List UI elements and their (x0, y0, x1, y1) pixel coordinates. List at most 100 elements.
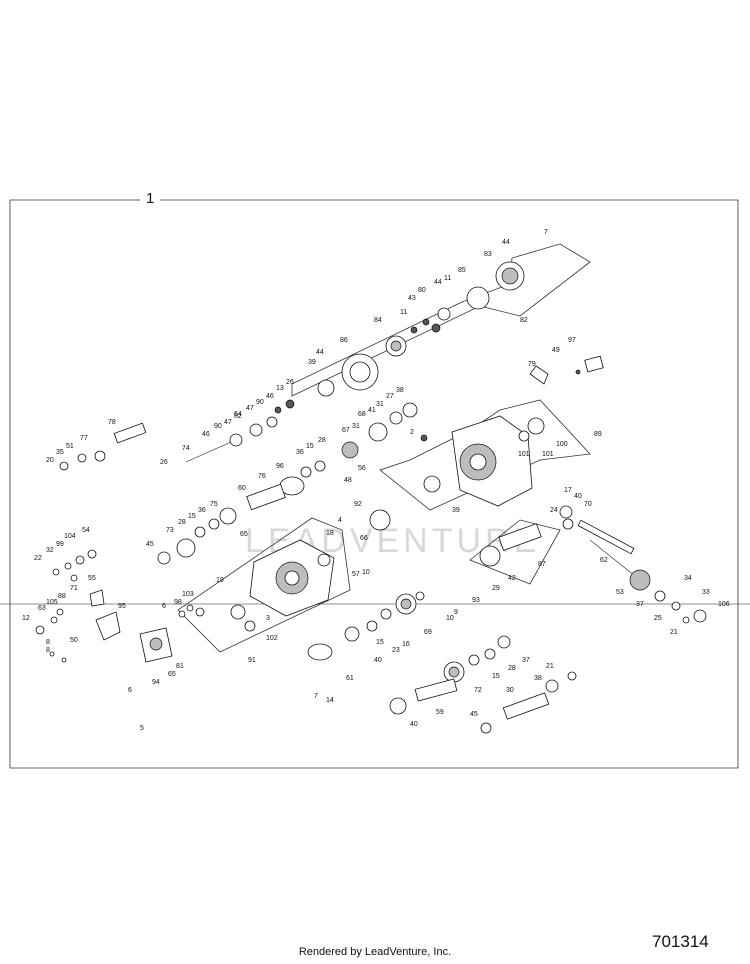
callout: 69 (424, 629, 432, 636)
callout: 40 (410, 721, 418, 728)
callout: 7 (314, 693, 318, 700)
callout: 44 (434, 279, 442, 286)
callout: 85 (458, 267, 466, 274)
callout: 39 (452, 507, 460, 514)
callout: 57 (352, 571, 360, 578)
callout: 11 (444, 275, 451, 282)
callout: 35 (56, 449, 64, 456)
callout: 22 (34, 555, 42, 562)
callout: 81 (176, 663, 184, 670)
callout: 27 (386, 393, 394, 400)
callout: 42 (508, 575, 516, 582)
callout: 91 (248, 657, 256, 664)
callout: 106 (718, 601, 730, 608)
callout: 61 (346, 675, 354, 682)
callout: 105 (46, 599, 58, 606)
callout: 65 (168, 671, 176, 678)
callout: 29 (492, 585, 500, 592)
callout: 4 (338, 517, 342, 524)
callout: 68 (358, 411, 366, 418)
callout: 71 (70, 585, 78, 592)
callout: 24 (550, 507, 558, 514)
callout: 104 (64, 533, 76, 540)
callout: 63 (38, 605, 46, 612)
callout: 78 (108, 419, 116, 426)
callout: 2 (410, 429, 414, 436)
callout: 49 (552, 347, 560, 354)
callout: 96 (276, 463, 284, 470)
callout: 100 (556, 441, 568, 448)
callout: 10 (362, 569, 370, 576)
callout: 102 (266, 635, 278, 642)
callout: 33 (702, 589, 710, 596)
callout: 93 (472, 597, 480, 604)
callout: 16 (402, 641, 410, 648)
callout: 17 (564, 487, 572, 494)
callout: 66 (360, 535, 368, 542)
callout: 8 (46, 647, 50, 654)
diagram-frame: 1 (0, 190, 750, 769)
callout: 76 (258, 473, 266, 480)
callout: 48 (344, 477, 352, 484)
callout: 7 (544, 229, 548, 236)
callout: 38 (534, 675, 542, 682)
diagram-id: 701314 (652, 932, 709, 951)
callout: 31 (352, 423, 360, 430)
callout: 51 (66, 443, 74, 450)
callout: 82 (520, 317, 528, 324)
callout: 20 (46, 457, 54, 464)
callout: 54 (82, 527, 90, 534)
callout: 103 (182, 591, 194, 598)
callout: 86 (340, 337, 348, 344)
callout: 41 (368, 407, 376, 414)
callout: 19 (216, 577, 224, 584)
callout: 28 (508, 665, 516, 672)
callout: 101 (518, 451, 530, 458)
callout: 15 (306, 443, 314, 450)
callout: 77 (80, 435, 88, 442)
callout: 34 (684, 575, 692, 582)
callout: 97 (568, 337, 576, 344)
callout: 75 (210, 501, 218, 508)
callout: 59 (436, 709, 444, 716)
callout: 28 (178, 519, 186, 526)
callout: 50 (70, 637, 78, 644)
callout: 47 (224, 419, 232, 426)
footer-credit: Rendered by LeadVenture, Inc. (298, 946, 452, 958)
callout: 84 (374, 317, 382, 324)
callout: 9 (454, 609, 458, 616)
callout: 8 (46, 639, 50, 646)
callout: 23 (392, 647, 400, 654)
callout: 46 (266, 393, 274, 400)
callout: 28 (318, 437, 326, 444)
callout: 60 (238, 485, 246, 492)
callout: 21 (546, 663, 554, 670)
callout: 87 (538, 561, 546, 568)
callout: 15 (492, 673, 500, 680)
callout: 18 (326, 530, 334, 537)
callout: 55 (88, 575, 96, 582)
callout: 21 (670, 629, 678, 636)
callout: 36 (296, 449, 304, 456)
callout: 94 (152, 679, 160, 686)
callout: 10 (446, 615, 454, 622)
output-shaft-assembly (369, 505, 707, 624)
callout: 45 (146, 541, 154, 548)
callout: 37 (522, 657, 530, 664)
callout: 92 (354, 501, 362, 508)
callout: 46 (202, 431, 210, 438)
callout: 3 (266, 615, 270, 622)
middle-shaft-assembly (157, 402, 418, 565)
callout: 90 (256, 399, 264, 406)
callout: 47 (246, 405, 254, 412)
callout: 14 (326, 697, 334, 704)
callout: 62 (600, 557, 608, 564)
callout: 80 (418, 287, 426, 294)
callout-labels: 7 44 83 85 82 11 44 80 43 84 11 86 39 26… (22, 229, 730, 732)
callout: 15 (188, 513, 196, 520)
frame-label: 1 (146, 190, 154, 207)
callout: 31 (376, 401, 384, 408)
left-housing-assembly (177, 517, 351, 653)
callout: 6 (162, 603, 166, 610)
callout: 95 (118, 603, 126, 610)
